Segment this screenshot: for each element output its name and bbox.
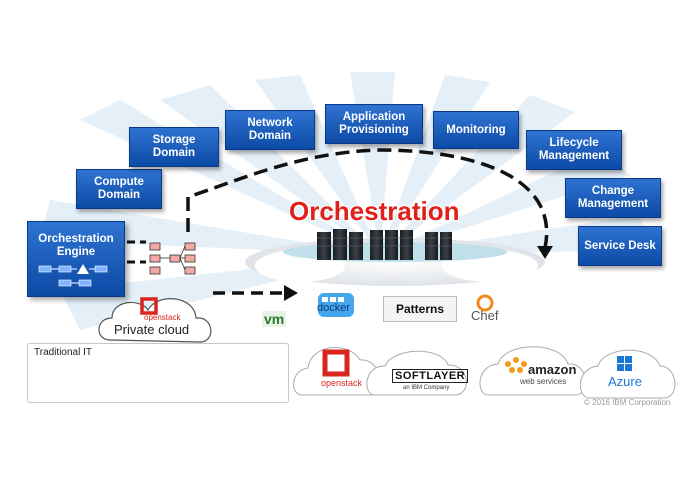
amazon-sub-label: web services xyxy=(520,377,567,386)
private-cloud-shape xyxy=(98,298,212,343)
service-desk-box: Service Desk xyxy=(578,226,662,266)
compute-domain-box: Compute Domain xyxy=(76,169,162,209)
patterns-logo: Patterns xyxy=(383,296,457,322)
orchestration-loop-arrow xyxy=(186,148,549,249)
copyright-text: © 2016 IBM Corporation xyxy=(584,398,671,407)
network-domain-label: Network Domain xyxy=(247,117,293,142)
monitoring-label: Monitoring xyxy=(446,123,506,136)
orchestration-engine-label: Orchestration Engine xyxy=(38,233,114,258)
application-provisioning-label: Application Provisioning xyxy=(339,111,409,136)
openstack-public-label: openstack xyxy=(321,378,363,388)
application-provisioning-box: Application Provisioning xyxy=(325,104,423,144)
docker-logo-graphic xyxy=(318,293,354,317)
provider-clouds xyxy=(293,346,676,399)
storage-domain-box: Storage Domain xyxy=(129,127,219,167)
chef-logo-graphic xyxy=(476,294,494,312)
softlayer-label: SOFTLAYER xyxy=(392,369,469,383)
lifecycle-management-box: Lifecycle Management xyxy=(526,130,622,170)
service-desk-label: Service Desk xyxy=(584,239,656,252)
orchestration-title: Orchestration xyxy=(289,196,460,226)
engine-flow-icon xyxy=(38,264,108,287)
lifecycle-management-label: Lifecycle Management xyxy=(538,137,610,162)
amazon-label: amazon xyxy=(528,362,577,377)
workflow-icon xyxy=(149,242,196,275)
compute-domain-label: Compute Domain xyxy=(94,176,144,201)
azure-label: Azure xyxy=(608,374,642,389)
private-cloud-label: Private cloud xyxy=(114,322,190,337)
vm-logo: vm xyxy=(262,311,287,327)
traditional-it-panel xyxy=(27,343,289,403)
loop-arrowhead xyxy=(537,246,553,259)
traditional-it-label: Traditional IT xyxy=(34,347,92,358)
monitoring-box: Monitoring xyxy=(433,111,519,149)
background-rays xyxy=(40,72,650,330)
network-domain-box: Network Domain xyxy=(225,110,315,150)
change-management-box: Change Management xyxy=(565,178,661,218)
orchestration-engine-box: Orchestration Engine xyxy=(27,221,125,297)
azure-logo-graphic xyxy=(617,356,632,371)
softlayer-sub-label: an IBM Company xyxy=(403,385,450,391)
openstack-logo-graphic xyxy=(140,297,350,377)
server-racks xyxy=(317,229,452,260)
chef-logo-text: Chef xyxy=(471,308,499,323)
change-management-label: Change Management xyxy=(577,185,649,210)
private-cloud-brand: openstack xyxy=(144,313,181,322)
docker-logo-text: docker xyxy=(317,302,351,314)
storage-domain-label: Storage Domain xyxy=(152,134,196,159)
amazon-logo-graphic xyxy=(505,357,527,373)
